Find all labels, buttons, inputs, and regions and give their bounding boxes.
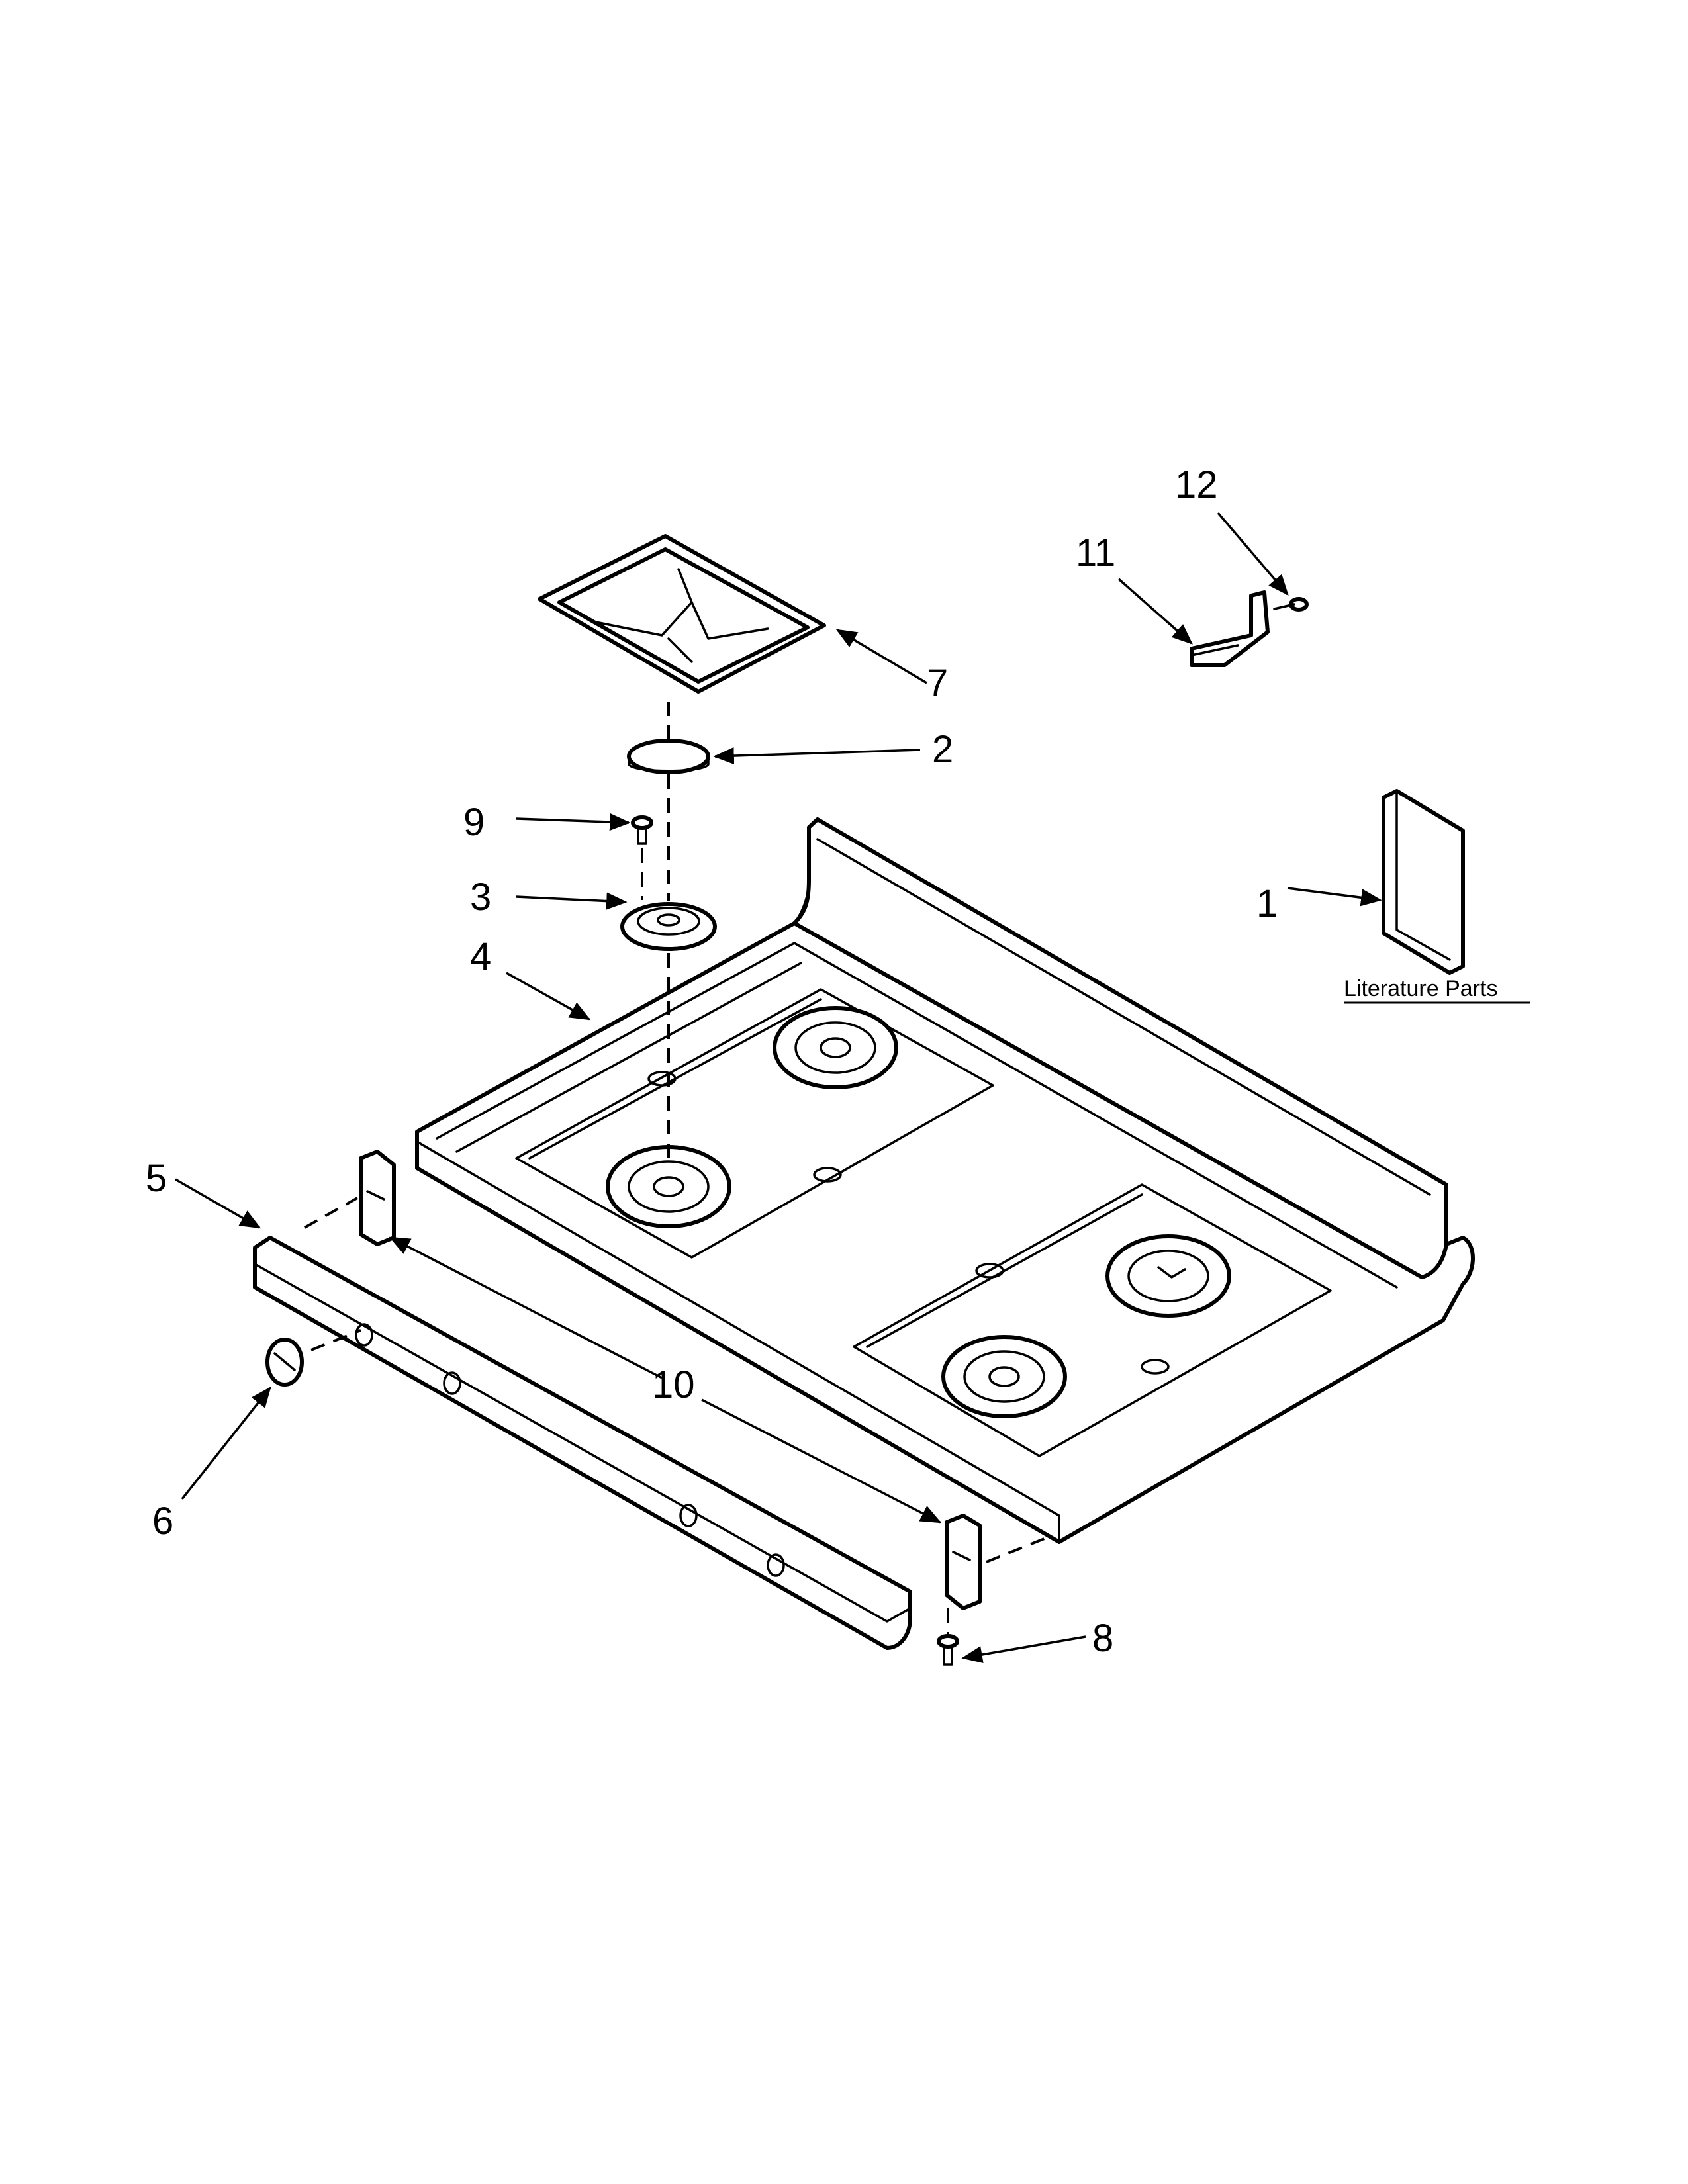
burner-left-front	[606, 1145, 731, 1228]
callout-12: 12	[1175, 463, 1218, 506]
callout-11: 11	[1076, 531, 1115, 574]
bracket-right	[945, 1514, 982, 1610]
orifice-screw	[1273, 597, 1309, 612]
knob	[265, 1338, 304, 1387]
burner-cap	[627, 739, 710, 774]
orifice-bracket	[1190, 590, 1270, 667]
literature-parts-label: Literature Parts	[1344, 976, 1497, 1001]
callout-3: 3	[470, 876, 491, 919]
callout-8: 8	[1092, 1617, 1113, 1660]
cooktop-main-top	[415, 817, 1475, 1544]
callout-9: 9	[463, 801, 485, 844]
burner-right-front	[941, 1335, 1067, 1418]
assembly-centerlines	[304, 702, 1053, 1635]
bracket-left	[359, 1150, 396, 1246]
burner-base	[620, 902, 717, 951]
callout-7: 7	[927, 662, 948, 705]
callout-5: 5	[146, 1157, 167, 1200]
callout-6: 6	[152, 1500, 173, 1543]
callout-2: 2	[932, 728, 953, 771]
burner-right-rear	[1105, 1234, 1231, 1318]
callout-4: 4	[470, 935, 491, 978]
callout-1: 1	[1256, 882, 1278, 925]
callout-10: 10	[652, 1363, 695, 1406]
burner-left-rear	[773, 1006, 898, 1089]
screw	[631, 815, 653, 845]
literature-booklet	[1382, 789, 1465, 975]
grate	[538, 534, 826, 694]
screw-bottom	[937, 1634, 959, 1666]
control-panel	[253, 1236, 912, 1650]
leader-lines	[175, 512, 1382, 1664]
